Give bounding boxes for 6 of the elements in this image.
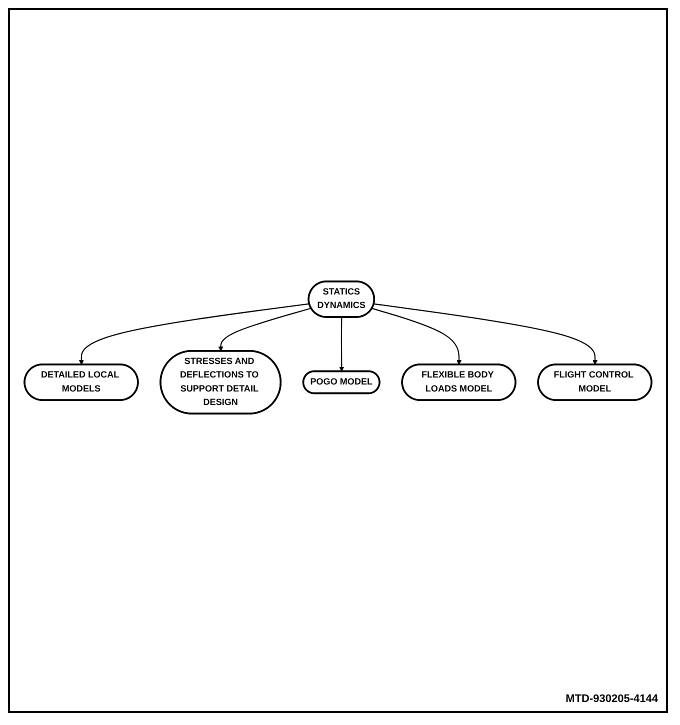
arrow bbox=[78, 303, 310, 365]
arrow bbox=[339, 317, 344, 372]
arrow bbox=[218, 308, 312, 352]
figure-id: MTD-930205-4144 bbox=[566, 693, 658, 705]
arrow bbox=[372, 308, 462, 365]
arrow bbox=[374, 303, 598, 365]
